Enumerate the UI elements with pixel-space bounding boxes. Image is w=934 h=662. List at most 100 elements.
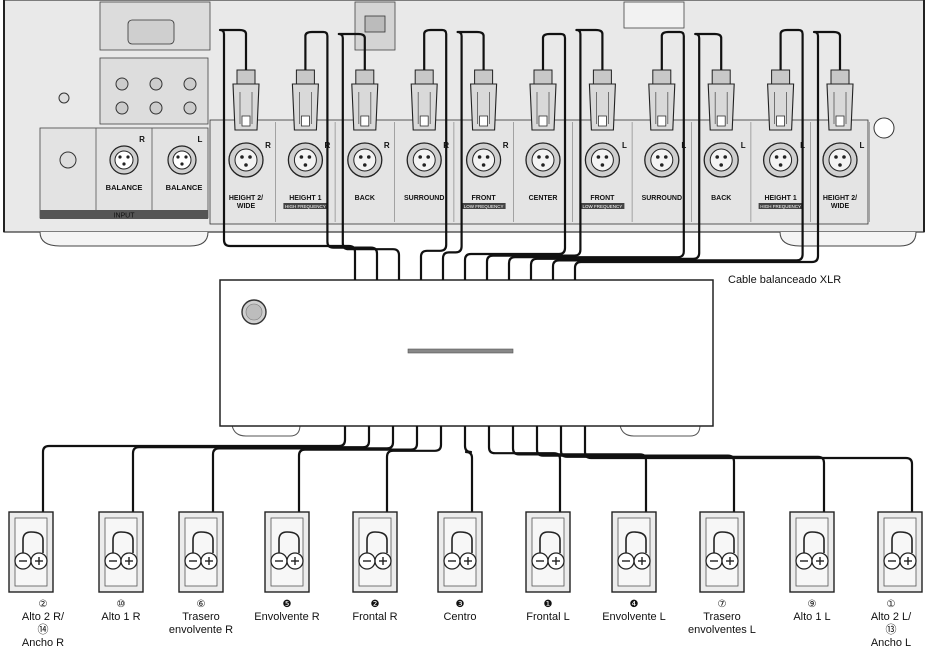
input-section-label: INPUT xyxy=(114,213,136,220)
xlr-connector-icon xyxy=(767,69,795,131)
speaker-terminal-icon xyxy=(699,511,745,593)
pre-out-channel: R xyxy=(384,141,390,150)
speaker-cable xyxy=(131,426,371,530)
pre-out-label: HEIGHT 1 xyxy=(289,195,321,202)
speaker-cable xyxy=(535,426,736,530)
speaker-cable xyxy=(559,426,826,530)
pre-out-jack-11: HEIGHT 2/WIDE L xyxy=(822,69,871,222)
speaker-number: ❷ xyxy=(370,599,380,610)
xlr-connector-icon xyxy=(588,69,616,131)
xlr-cable-top xyxy=(463,32,567,280)
speaker-terminal-icon xyxy=(178,511,224,593)
xlr-connector-icon xyxy=(529,69,557,131)
speaker-number: ⑩ xyxy=(116,599,126,610)
pre-out-jack-6: CENTER xyxy=(525,69,574,222)
balance-r-channel: R xyxy=(139,135,145,144)
trigger-jack-icon xyxy=(59,151,77,169)
rca-jacks xyxy=(115,77,197,115)
pre-out-jack-5: FRONT LOW FREQUENCY R xyxy=(461,69,514,222)
speaker-number: ⑥ xyxy=(196,599,206,610)
balance-r-label: BALANCE xyxy=(106,183,143,192)
speaker-terminal-icon xyxy=(611,511,657,593)
pre-out-channel: R xyxy=(265,141,271,150)
pre-out-channel: R xyxy=(503,141,509,150)
speaker-number: ① xyxy=(886,599,896,610)
speaker-label: Ancho R xyxy=(21,637,65,649)
speaker-cable xyxy=(211,426,395,530)
pre-out-channel: L xyxy=(622,141,627,150)
rs232-port-icon xyxy=(127,19,175,45)
pre-out-label: HEIGHT 2/ xyxy=(823,195,857,202)
speaker-label: Centro xyxy=(443,611,477,623)
speaker-label: ⑭ xyxy=(37,624,49,636)
speaker-cable xyxy=(463,426,474,530)
xlr-connector-icon xyxy=(470,69,498,131)
speaker-cable xyxy=(41,426,347,530)
speaker-terminal-icon xyxy=(789,511,835,593)
xlr-cables xyxy=(41,28,914,530)
pre-out-label: BACK xyxy=(355,195,375,202)
pre-out-jack-7: FRONT LOW FREQUENCY L xyxy=(580,69,633,222)
pre-out-label: SURROUND xyxy=(404,195,444,202)
speaker-label: Envolvente R xyxy=(254,611,320,623)
balance-input-l: BALANCE L xyxy=(166,135,203,192)
xlr-connector-icon xyxy=(351,69,379,131)
xlr-cable-top xyxy=(337,32,401,280)
pre-out-label-line2: WIDE xyxy=(831,203,850,210)
speaker-label: Envolvente L xyxy=(602,611,666,623)
xlr-cable-top xyxy=(551,28,804,280)
speaker-label: Alto 1 L xyxy=(793,611,831,623)
pre-out-label: FRONT xyxy=(472,195,497,202)
balance-input-r: BALANCE R xyxy=(106,135,145,192)
xlr-cable-top xyxy=(529,32,723,280)
speaker-label: envolvente R xyxy=(168,624,234,636)
pre-out-label: FRONT xyxy=(590,195,615,202)
speakers xyxy=(8,511,923,593)
speaker-number: ⑦ xyxy=(717,599,727,610)
speaker-cable xyxy=(487,426,562,530)
xlr-connector-icon xyxy=(707,69,735,131)
speaker-label: Alto 2 L/ xyxy=(870,611,912,623)
speaker-number: ❺ xyxy=(282,599,292,610)
xlr-connector-icon xyxy=(291,69,319,131)
display-slot xyxy=(407,348,514,354)
pre-out-channel: L xyxy=(741,141,746,150)
speaker-label: Ancho L xyxy=(870,637,912,649)
speaker-terminal-icon xyxy=(98,511,144,593)
balance-l-label: BALANCE xyxy=(166,183,203,192)
speaker-label: Alto 2 R/ xyxy=(21,611,65,623)
speaker-terminal-icon xyxy=(877,511,923,593)
xlr-connector-icon xyxy=(232,69,260,131)
pre-out-label: SURROUND xyxy=(642,195,682,202)
xlr-cable-top xyxy=(441,30,485,280)
speaker-number: ❹ xyxy=(629,599,639,610)
pre-out-channel: L xyxy=(860,141,865,150)
pre-out-sublabel: HIGH FREQUENCY xyxy=(285,204,326,209)
xlr-connector-icon xyxy=(648,69,676,131)
xlr-cable-top xyxy=(485,28,604,280)
speaker-number: ② xyxy=(38,599,48,610)
speaker-label: ⑬ xyxy=(885,624,897,636)
pre-out-sublabel: LOW FREQUENCY xyxy=(583,204,623,209)
speaker-terminal-icon xyxy=(437,511,483,593)
pre-out-label: HEIGHT 1 xyxy=(764,195,796,202)
cable-label: Cable balanceado XLR xyxy=(728,274,842,286)
pre-out-sublabel: LOW FREQUENCY xyxy=(464,204,504,209)
speaker-label: envolventes L xyxy=(688,624,756,636)
pre-out-label: HEIGHT 2/ xyxy=(229,195,263,202)
xlr-cable-top xyxy=(419,28,448,280)
